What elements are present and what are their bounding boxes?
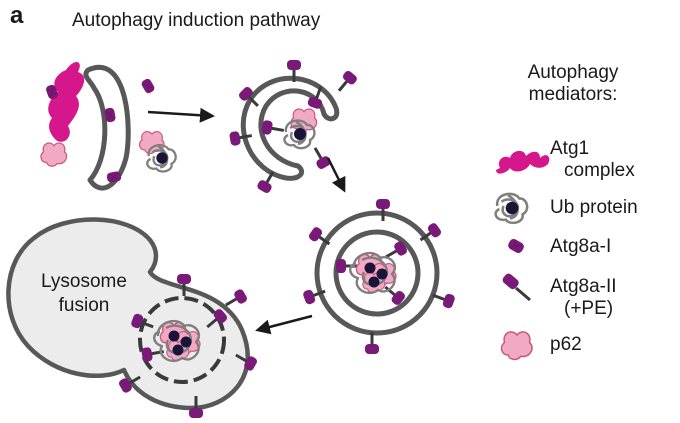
arrow-1 [147,107,215,123]
legend-item-label: p62 [550,334,582,355]
legend-item-label: Atg8a-I [550,236,612,257]
panel-label: a [10,2,24,29]
atg8a-ii-icon [502,273,531,302]
legend-item-sublabel: (+PE) [564,298,614,319]
legend-item-ub-protein: Ub protein [550,197,638,219]
stage-2-atg8a-ii [227,127,255,148]
legend-item-sublabel: complex [564,160,635,181]
arrow-2 [326,157,346,193]
atg1-complex-icon [496,150,550,174]
stage-1-membrane [83,64,131,191]
stage-3-autophagosome [300,197,458,356]
stage-3-atg8a-ii [374,197,392,223]
stage-1-phagophore-initiation [40,61,177,191]
stage-3-inner-membrane [333,229,421,317]
stage-1-atg1-complex [48,61,85,142]
ub-protein-icon [494,192,529,225]
stage-2-atg8a-ii [332,67,361,97]
legend-item-label: Ub protein [550,197,638,218]
lysosome-label-line2: fusion [58,295,110,316]
legend-item-atg1: Atg1 complex [550,138,635,182]
stage-1-p62 [40,142,68,167]
legend-icons [494,150,550,361]
lysosome-fusion-label: Lysosome fusion [24,270,144,318]
stage-3-cargo [350,253,396,293]
stage-1-ub-protein [146,144,177,173]
stage-4-lysosome-fusion [6,217,260,420]
legend-item-atg8a-i: Atg8a-I [550,236,611,258]
lysosome [6,217,250,411]
stage-2-atg8a-ii [307,142,334,172]
figure-title: Autophagy induction pathway [72,10,321,31]
atg8a-i-icon [506,236,526,256]
legend-title: Autophagy mediators: [498,62,648,106]
legend-item-label: Atg8a-II [550,276,617,297]
p62-icon [500,331,533,361]
stage-4-autolysosome-membrane [138,296,226,384]
arrow-3 [255,314,313,335]
stage-3-outer-membrane [314,210,440,336]
stage-1-atg8a [105,170,123,184]
stage-2-phagophore-expansion [227,58,361,196]
legend-title-line2: mediators: [528,84,618,105]
stage-1-atg8a [139,76,157,96]
legend-item-p62: p62 [550,334,582,356]
lysosome-label-line1: Lysosome [41,271,127,292]
legend-item-atg8a-ii: Atg8a-II (+PE) [550,276,617,320]
legend-item-label: Atg1 [550,138,590,159]
stage-2-membrane [240,75,340,181]
stage-2-ub-protein [283,119,316,150]
legend-title-line1: Autophagy [527,62,619,83]
